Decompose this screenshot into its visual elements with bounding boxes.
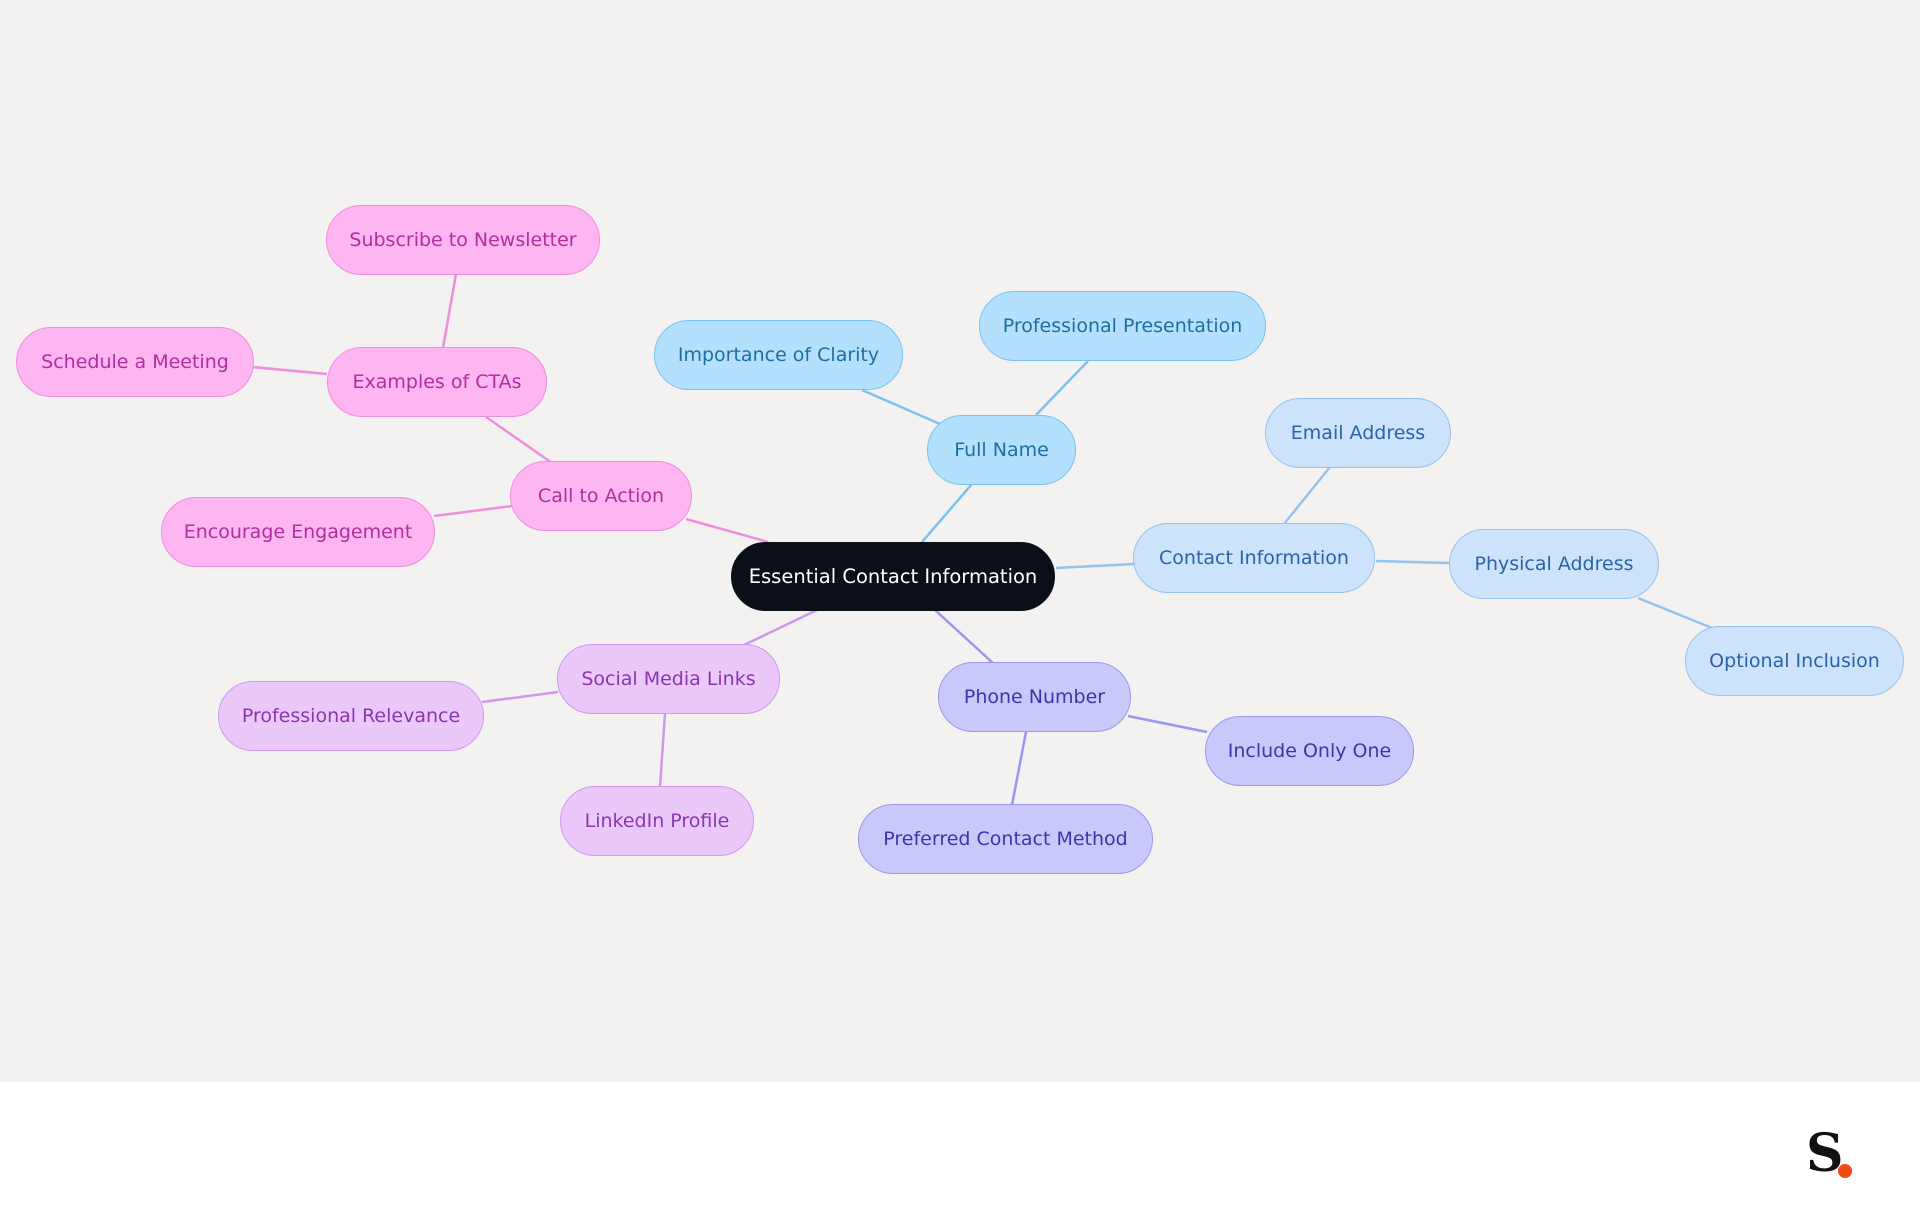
node-include-only-one[interactable]: Include Only One (1205, 716, 1414, 786)
edge-full-name-clarity (861, 388, 941, 426)
node-email-address[interactable]: Email Address (1265, 398, 1451, 468)
node-encourage-engagement[interactable]: Encourage Engagement (161, 497, 435, 567)
node-professional-relevance[interactable]: Professional Relevance (218, 681, 484, 751)
node-subscribe-to-newsletter[interactable]: Subscribe to Newsletter (326, 205, 600, 275)
brand-logo-letter: S (1806, 1123, 1844, 1184)
edge-root-phone (934, 609, 995, 665)
root-node[interactable]: Essential Contact Information (731, 542, 1055, 611)
brand-logo-icon: S (1806, 1124, 1866, 1184)
edge-contact-email (1283, 466, 1331, 525)
edge-physical-optional (1637, 596, 1713, 630)
edge-cta-engagement (433, 504, 513, 518)
edge-root-social (743, 608, 818, 647)
node-full-name[interactable]: Full Name (927, 415, 1076, 485)
edge-full-name-presentation (1035, 360, 1089, 416)
footer-bar (0, 1082, 1920, 1215)
edge-cta-examples (485, 415, 553, 465)
edge-root-full-name (921, 483, 973, 543)
edge-examples-subscribe (441, 273, 458, 349)
node-social-media-links[interactable]: Social Media Links (557, 644, 780, 714)
edge-phone-include (1127, 714, 1208, 734)
edge-root-contact (1055, 562, 1135, 570)
node-physical-address[interactable]: Physical Address (1449, 529, 1659, 599)
edge-phone-preferred (1010, 731, 1028, 806)
node-schedule-a-meeting[interactable]: Schedule a Meeting (16, 327, 254, 397)
edge-contact-physical (1375, 559, 1451, 565)
mindmap-connectors (251, 273, 1713, 806)
node-phone-number[interactable]: Phone Number (938, 662, 1131, 732)
edge-social-relevance (481, 690, 559, 704)
mindmap-canvas: Essential Contact Information Full Name … (0, 0, 1920, 1082)
node-contact-information[interactable]: Contact Information (1133, 523, 1375, 593)
node-optional-inclusion[interactable]: Optional Inclusion (1685, 626, 1904, 696)
node-importance-of-clarity[interactable]: Importance of Clarity (654, 320, 903, 390)
node-professional-presentation[interactable]: Professional Presentation (979, 291, 1266, 361)
edge-root-cta (685, 517, 769, 544)
node-linkedin-profile[interactable]: LinkedIn Profile (560, 786, 754, 856)
edge-social-linkedin (658, 712, 667, 788)
edge-examples-schedule (251, 365, 328, 376)
node-call-to-action[interactable]: Call to Action (510, 461, 692, 531)
brand-logo-dot (1838, 1164, 1852, 1178)
node-preferred-contact-method[interactable]: Preferred Contact Method (858, 804, 1153, 874)
node-examples-of-ctas[interactable]: Examples of CTAs (327, 347, 547, 417)
